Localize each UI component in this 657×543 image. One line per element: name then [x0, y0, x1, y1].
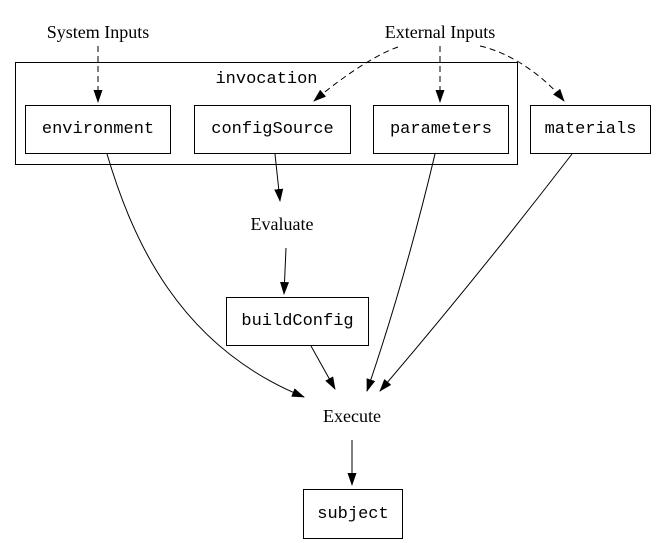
node-environment-label: environment	[41, 120, 155, 139]
edge-evaluate-to-buildconfig	[280, 247, 290, 295]
cluster-invocation-label: invocation	[215, 70, 318, 89]
node-materials-label: materials	[544, 120, 637, 139]
node-environment: environment	[25, 105, 171, 154]
node-parameters-label: parameters	[389, 120, 493, 139]
node-parameters: parameters	[373, 105, 509, 154]
edge-environment-to-execute	[106, 153, 305, 398]
node-buildconfig: buildConfig	[226, 297, 369, 346]
node-materials: materials	[530, 105, 651, 154]
node-configsource: configSource	[194, 105, 351, 154]
edge-buildconfig-to-execute	[310, 345, 336, 390]
edge-materials-to-execute	[379, 153, 573, 392]
label-external-inputs: External Inputs	[384, 22, 496, 42]
node-configsource-label: configSource	[211, 120, 334, 139]
edge-external-inputs-to-configsource	[313, 46, 399, 102]
edge-external-inputs-to-materials	[479, 45, 565, 102]
label-system-inputs: System Inputs	[46, 22, 150, 42]
node-buildconfig-label: buildConfig	[241, 312, 354, 331]
node-subject: subject	[303, 489, 403, 539]
node-subject-label: subject	[317, 504, 389, 524]
label-execute: Execute	[323, 406, 381, 426]
edge-configsource-to-evaluate	[274, 153, 284, 202]
edge-parameters-to-execute	[366, 153, 436, 392]
label-evaluate: Evaluate	[250, 214, 314, 234]
cluster-invocation: invocation	[15, 62, 518, 165]
